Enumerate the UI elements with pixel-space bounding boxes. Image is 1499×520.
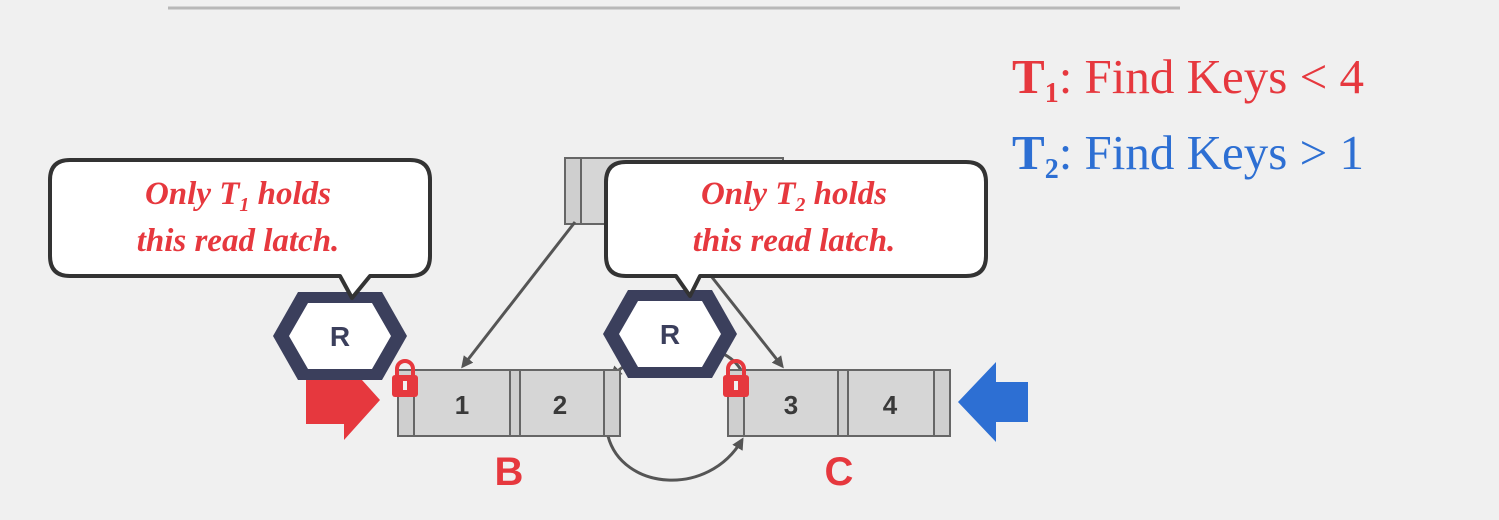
lock-icon <box>392 359 418 397</box>
root-to-b-arrow <box>461 221 577 369</box>
bubble-t1-holds: holds <box>249 176 332 212</box>
read-latch-c-label: R <box>660 319 680 350</box>
legend-t1-label: T <box>1012 49 1045 104</box>
legend-t2-label: T <box>1012 125 1045 180</box>
speech-bubble-t1 <box>48 158 432 300</box>
speech-bubble-t2-text: Only T2 holds this read latch. <box>618 176 970 259</box>
root-to-c-arrow <box>698 261 784 369</box>
read-latch-b-label: R <box>330 321 350 352</box>
read-latch-b: R <box>273 292 407 380</box>
speech-bubble-t1-line2: this read latch. <box>136 223 340 259</box>
bubble-t1-only: Only T <box>144 176 240 212</box>
legend-t2-text: : Find Keys > 1 <box>1058 125 1365 180</box>
node-b: 1 2 <box>397 369 621 437</box>
node-c-key-3: 3 <box>784 390 798 420</box>
bubble-t1-sub: 1 <box>239 194 250 216</box>
node-c: 3 4 <box>727 369 951 437</box>
node-c-key-4: 4 <box>883 390 898 420</box>
node-c-label: C <box>825 450 854 494</box>
legend-t1: T1: Find Keys < 4 <box>1012 52 1364 108</box>
legend-t1-sub: 1 <box>1044 78 1059 109</box>
speech-bubble-t2-line1: Only T2 holds <box>618 176 970 223</box>
b-to-c-sibling-arrow <box>606 435 744 482</box>
bubble-t2-only: Only T <box>700 176 796 212</box>
legend-t2: T2: Find Keys > 1 <box>1012 128 1364 184</box>
legend-t2-sub: 2 <box>1044 154 1059 185</box>
legend-t1-text: : Find Keys < 4 <box>1058 49 1365 104</box>
speech-bubble-t1-line1: Only T1 holds <box>62 176 414 223</box>
speech-bubble-t1-text: Only T1 holds this read latch. <box>62 176 414 259</box>
bubble-t2-holds: holds <box>805 176 888 212</box>
bubble-t2-sub: 2 <box>795 194 806 216</box>
node-b-key-1: 1 <box>455 390 469 420</box>
lock-icon <box>723 359 749 397</box>
node-b-key-2: 2 <box>553 390 567 420</box>
t2-arrow-icon <box>958 362 1028 442</box>
speech-bubble-t2-line2: this read latch. <box>692 223 896 259</box>
read-latch-c: R <box>603 290 737 378</box>
speech-bubble-t2 <box>604 160 988 298</box>
node-b-label: B <box>495 450 524 494</box>
